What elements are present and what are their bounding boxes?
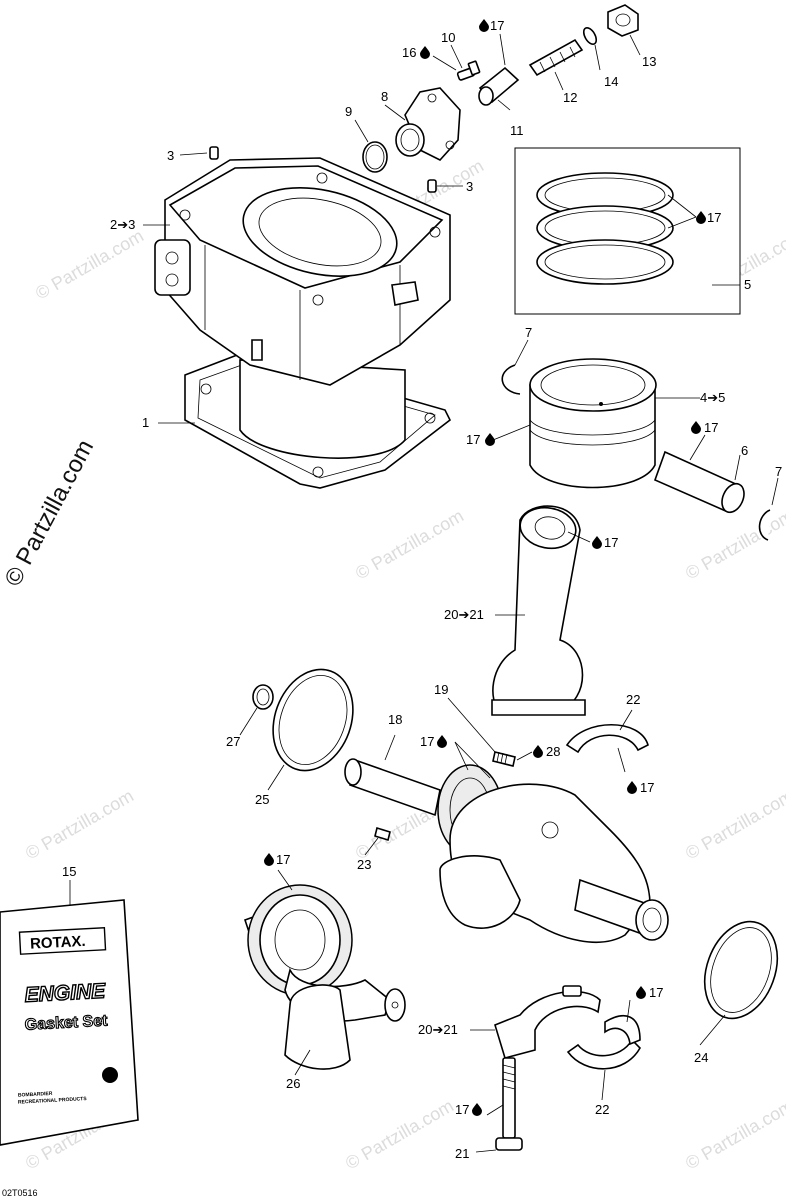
callout-label: 4➔5	[700, 390, 725, 405]
conrod-bolt	[495, 1057, 523, 1151]
oil-drop-icon	[592, 536, 602, 549]
circlip	[501, 364, 771, 541]
callout-label: 23	[357, 857, 371, 872]
callout-label: 26	[286, 1076, 300, 1091]
tensioner-plunger	[478, 66, 520, 106]
watermark: © Partzilla.com	[682, 505, 786, 583]
callout-label: 1	[142, 415, 149, 430]
callout-label: 17	[455, 1102, 469, 1117]
oil-drop-icon	[485, 433, 495, 446]
callout-label: 11	[510, 123, 524, 138]
oil-drops	[264, 19, 706, 1116]
oil-drop-icon	[479, 19, 489, 32]
callouts: 1 2➔3 3 3 4➔5 5 6 7 7 8 9 10 11 12 13 14…	[62, 18, 782, 1161]
oil-drop-icon	[696, 211, 706, 224]
logo-icon	[102, 1067, 118, 1083]
connecting-rod	[491, 505, 586, 716]
callout-label: 21	[455, 1146, 469, 1161]
o-ring	[582, 27, 598, 45]
callout-label: 3	[167, 148, 174, 163]
oil-drop-icon	[472, 1103, 482, 1116]
callout-label: 20➔21	[444, 607, 484, 622]
callout-label: 17	[276, 852, 290, 867]
piston-pin	[653, 450, 745, 514]
watermark: © Partzilla.com	[342, 1095, 457, 1173]
oil-drop-icon	[636, 986, 646, 999]
callout-label: 7	[525, 325, 532, 340]
callout-label: 12	[563, 90, 577, 105]
leader-lines	[69, 33, 779, 1153]
cylinder	[154, 157, 451, 459]
callout-label: 13	[642, 54, 656, 69]
callout-label: 27	[226, 734, 240, 749]
gasket-set-maker-2: RECREATIONAL PRODUCTS	[18, 1096, 88, 1106]
oil-jet-spring	[492, 751, 516, 767]
conrod-bearing-cap	[494, 985, 641, 1059]
callout-label: 15	[62, 864, 76, 879]
gasket-set-brand: ROTAX.	[30, 933, 86, 953]
callout-label: 16	[402, 45, 416, 60]
watermark: © Partzilla.com	[352, 505, 467, 583]
callout-label: 17	[640, 780, 654, 795]
watermark: © Partzilla.com	[682, 1095, 786, 1173]
callout-label: 2➔3	[110, 217, 135, 232]
callout-label: 7	[775, 464, 782, 479]
callout-label: 17	[420, 734, 434, 749]
callout-label: 14	[604, 74, 618, 89]
watermark-large: © Partzilla.com	[0, 435, 99, 590]
thrust-washer	[703, 920, 779, 1020]
callout-label: 17	[707, 210, 721, 225]
oil-drop-icon	[691, 421, 701, 434]
callout-label: 22	[626, 692, 640, 707]
o-ring	[362, 141, 388, 173]
watermark: © Partzilla.com	[32, 225, 147, 303]
callout-label: 17	[604, 535, 618, 550]
crankshaft	[344, 758, 669, 943]
callout-label: 17	[649, 985, 663, 1000]
gasket	[272, 668, 354, 772]
callout-label: 6	[741, 443, 748, 458]
main-bearing	[565, 724, 649, 1070]
callout-label: 28	[546, 744, 560, 759]
callout-label: 10	[441, 30, 455, 45]
gasket-set-title: ENGINE	[24, 980, 107, 1007]
gasket-set-subtitle: Gasket Set	[24, 1012, 108, 1033]
gasket-set: ROTAX. ENGINE Gasket Set BOMBARDIER RECR…	[0, 899, 139, 1146]
callout-label: 25	[255, 792, 269, 807]
callout-label: 5	[744, 277, 751, 292]
tensioner-plug	[607, 4, 639, 37]
balance-shaft	[243, 884, 406, 1070]
plug	[252, 684, 274, 710]
oil-drop-icon	[437, 735, 447, 748]
piston-ring-set	[514, 147, 741, 315]
diagram-code: 02T0516	[2, 1188, 38, 1198]
callout-label: 9	[345, 104, 352, 119]
callout-label: 18	[388, 712, 402, 727]
callout-label: 17	[466, 432, 480, 447]
oil-drop-icon	[420, 46, 430, 59]
dowel-pin	[209, 146, 437, 193]
callout-label: 17	[704, 420, 718, 435]
tensioner-screw	[456, 60, 481, 81]
tensioner-housing	[395, 87, 461, 161]
watermark: © Partzilla.com	[22, 785, 137, 863]
oil-drop-icon	[264, 853, 274, 866]
watermark: © Partzilla.com	[682, 785, 786, 863]
callout-label: 24	[694, 1050, 708, 1065]
callout-label: 3	[466, 179, 473, 194]
callout-label: 19	[434, 682, 448, 697]
gasket-set-maker-1: BOMBARDIER	[18, 1091, 53, 1099]
callout-label: 20➔21	[418, 1022, 458, 1037]
woodruff-key	[374, 826, 391, 842]
oil-drop-icon	[627, 781, 637, 794]
callout-label: 8	[381, 89, 388, 104]
callout-label: 22	[595, 1102, 609, 1117]
oil-drop-icon	[533, 745, 543, 758]
tensioner-spring	[528, 38, 584, 77]
callout-label: 17	[490, 18, 504, 33]
piston	[529, 358, 657, 489]
